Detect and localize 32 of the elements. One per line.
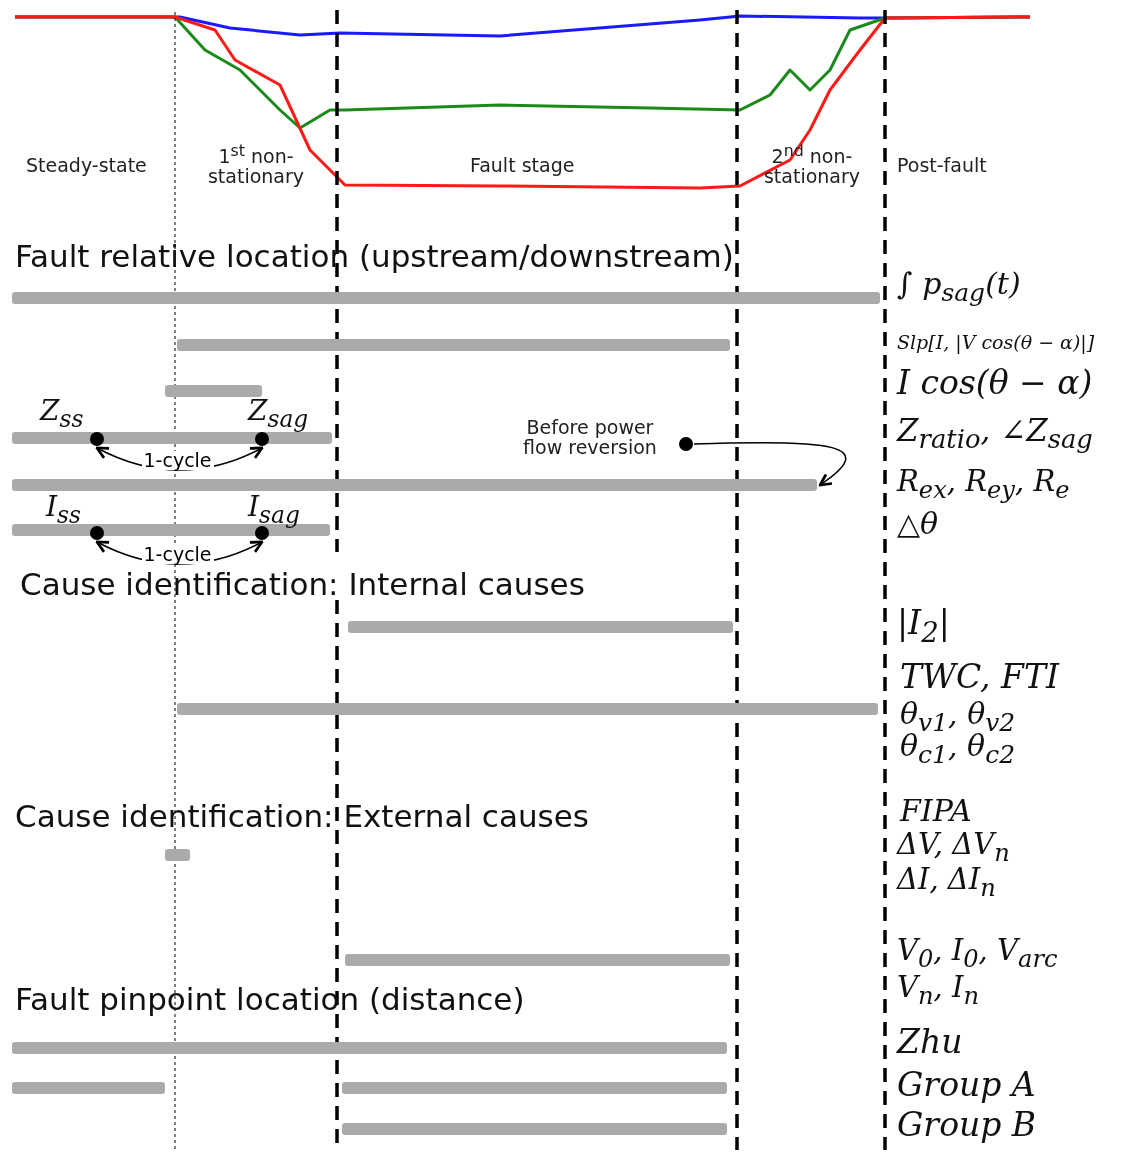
section-heading: Cause identification: External causes xyxy=(15,800,589,833)
feature-formula: R$_{ex}$, R$_{ey}$, R$_{e}$ xyxy=(897,466,1070,504)
section-heading: Cause identification: Internal causes xyxy=(20,568,585,601)
feature-formula: FIPA xyxy=(900,795,972,827)
stage-label: Steady-state xyxy=(26,156,147,176)
feature-formula: Group A xyxy=(897,1068,1036,1103)
feature-formula: V$_{n}$, I$_{n}$ xyxy=(897,972,979,1010)
feature-formula: Group B xyxy=(897,1108,1037,1143)
arrow xyxy=(693,441,847,487)
feature-formula: TWC, FTI xyxy=(900,660,1059,695)
stage-label: Fault stage xyxy=(470,156,575,176)
feature-formula: ∫ p$_{sag}$(t) xyxy=(897,268,1021,307)
point-label: Z$_{ss}$ xyxy=(40,396,84,432)
point-label: I$_{sag}$ xyxy=(248,492,300,528)
point-label: Z$_{sag}$ xyxy=(248,396,309,432)
section-heading: Fault relative location (upstream/downstream) xyxy=(15,240,734,273)
feature-formula: ΔI, ΔI$_{n}$ xyxy=(897,864,996,902)
feature-formula: V$_{0}$, I$_{0}$, V$_{arc}$ xyxy=(897,935,1058,973)
point-label: I$_{ss}$ xyxy=(46,492,81,528)
section-heading: Fault pinpoint location (distance) xyxy=(15,983,525,1016)
feature-formula: I cos(θ − α) xyxy=(897,366,1093,401)
feature-formula: Zhu xyxy=(897,1025,963,1060)
feature-formula: △θ xyxy=(897,508,939,540)
edge-label: 1-cycle xyxy=(141,451,214,470)
annotation-text: Before power flow reversion xyxy=(522,418,658,458)
feature-formula: ΔV, ΔV$_{n}$ xyxy=(897,829,1010,867)
edge-label: 1-cycle xyxy=(141,545,214,564)
feature-formula: |I$_{2}$| xyxy=(897,606,950,647)
stage-label: Post-fault xyxy=(897,156,987,176)
feature-formula: Slp[I, |V cos(θ − α)|] xyxy=(897,333,1095,353)
feature-formula: Z$_{ratio}$, ∠Z$_{sag}$ xyxy=(897,414,1093,454)
stage-label: 1$^{st}$ non-stationary xyxy=(206,143,306,188)
